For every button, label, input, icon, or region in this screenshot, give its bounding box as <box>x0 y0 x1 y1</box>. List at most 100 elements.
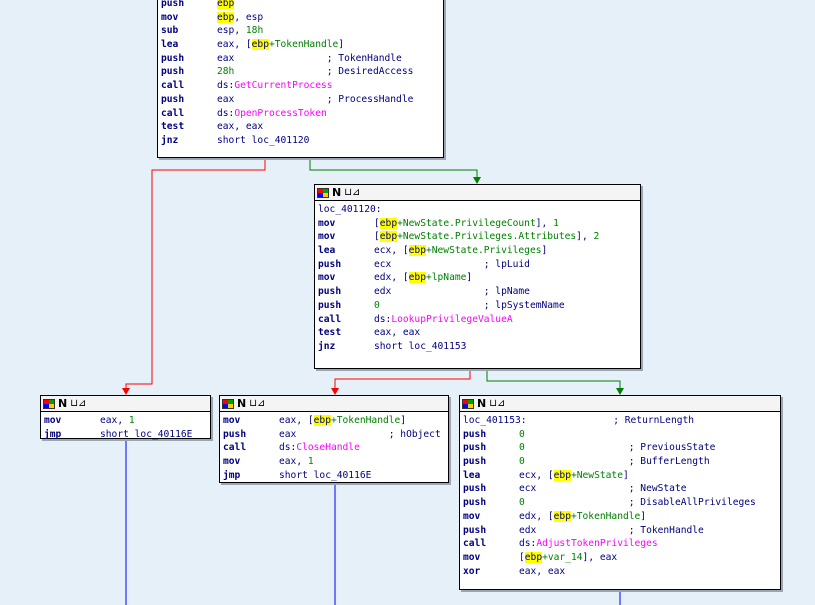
operand[interactable]: ecx, [ <box>374 245 409 257</box>
api-name[interactable]: OpenProcessToken <box>234 107 327 119</box>
graph-overview-icon[interactable]: ⊔⊿ <box>70 397 87 409</box>
mnemonic[interactable]: push <box>161 66 185 78</box>
operand[interactable]: 1 <box>553 217 559 229</box>
operand[interactable]: eax, <box>279 456 308 468</box>
code-label[interactable]: loc_401153: ; ReturnLength <box>463 414 777 428</box>
operand[interactable]: ds: <box>279 442 297 454</box>
mnemonic[interactable]: lea <box>161 39 179 51</box>
operand[interactable]: +TokenHandle <box>268 39 339 51</box>
instruction-line[interactable]: jmp short loc_40116E <box>223 469 445 483</box>
highlighted-register[interactable]: ebp <box>217 11 235 23</box>
operand[interactable]: eax, <box>100 415 129 426</box>
mnemonic[interactable]: jnz <box>318 340 336 352</box>
operand[interactable]: +lpName <box>425 272 467 284</box>
mnemonic[interactable]: mov <box>223 456 241 468</box>
graph-overview-icon[interactable]: ⊔⊿ <box>344 186 361 198</box>
mnemonic[interactable]: push <box>463 428 487 440</box>
mnemonic[interactable]: jmp <box>44 428 62 440</box>
instruction-line[interactable]: mov[ebp+NewState.PrivilegeCount], 1 <box>318 217 637 231</box>
highlighted-register[interactable]: ebp <box>408 245 426 257</box>
operand[interactable]: 2 <box>593 231 600 243</box>
highlighted-register[interactable]: ebp <box>313 415 331 426</box>
highlighted-register[interactable]: ebp <box>553 469 571 481</box>
mnemonic[interactable]: mov <box>463 510 481 522</box>
operand[interactable]: eax <box>217 52 327 64</box>
block-header[interactable]: N⊔⊿ <box>41 396 210 412</box>
operand[interactable]: ecx, [ <box>519 469 554 481</box>
operand[interactable]: ds: <box>217 107 235 119</box>
operand[interactable]: 1 <box>128 415 135 426</box>
operand[interactable]: +NewState.Privileges <box>425 245 542 257</box>
operand[interactable]: 0 <box>374 299 380 311</box>
highlighted-register[interactable]: ebp <box>217 0 235 9</box>
highlighted-register[interactable]: ebp <box>379 217 398 229</box>
mnemonic[interactable]: sub <box>161 25 179 37</box>
operand[interactable]: short loc_40116E <box>279 469 372 481</box>
mnemonic[interactable]: test <box>161 121 185 133</box>
mnemonic[interactable]: jmp <box>223 469 241 481</box>
instruction-line[interactable]: mov[ebp+NewState.Privileges.Attributes],… <box>318 230 637 244</box>
operand[interactable]: short loc_401153 <box>374 340 467 352</box>
mnemonic[interactable]: mov <box>318 217 336 229</box>
block-header[interactable]: N⊔⊿ <box>315 185 640 201</box>
block-header[interactable]: N⊔⊿ <box>460 396 780 412</box>
mnemonic[interactable]: push <box>463 442 487 454</box>
operand[interactable] <box>525 442 629 453</box>
highlighted-register[interactable]: ebp <box>524 551 543 563</box>
mnemonic[interactable]: call <box>463 538 487 550</box>
mnemonic[interactable]: xor <box>463 565 481 577</box>
api-name[interactable]: LookupPrivilegeValueA <box>391 313 513 325</box>
highlighted-register[interactable]: ebp <box>408 272 426 284</box>
mnemonic[interactable]: push <box>161 93 185 105</box>
mnemonic[interactable]: test <box>318 327 342 339</box>
operand[interactable]: ecx <box>374 258 484 270</box>
operand[interactable] <box>527 415 614 426</box>
operand[interactable]: 0 <box>519 428 525 440</box>
code-block-loc-401120[interactable]: N⊔⊿loc_401120:mov[ebp+NewState.Privilege… <box>314 184 641 369</box>
operand[interactable]: ], <box>576 231 594 243</box>
mnemonic[interactable]: push <box>318 286 342 298</box>
operand[interactable]: [ <box>374 231 380 243</box>
operand[interactable]: 0 <box>519 456 525 468</box>
block-header[interactable]: N⊔⊿ <box>220 396 448 412</box>
mnemonic[interactable]: call <box>161 80 185 92</box>
mnemonic[interactable]: push <box>463 483 487 495</box>
mnemonic[interactable]: push <box>463 524 487 536</box>
highlighted-register[interactable]: ebp <box>379 231 398 243</box>
mnemonic[interactable]: jnz <box>161 134 179 146</box>
operand[interactable]: [ <box>374 217 380 229</box>
api-name[interactable]: CloseHandle <box>296 442 360 454</box>
mnemonic[interactable]: push <box>463 497 487 509</box>
operand[interactable]: edx, [ <box>374 272 409 284</box>
operand[interactable]: +var_14 <box>542 551 583 563</box>
operand[interactable]: ] <box>622 469 629 481</box>
mnemonic[interactable]: mov <box>223 415 241 426</box>
graph-overview-icon[interactable]: ⊔⊿ <box>249 397 266 409</box>
operand[interactable]: ], <box>535 217 554 229</box>
mnemonic[interactable]: mov <box>161 11 179 23</box>
highlighted-register[interactable]: ebp <box>251 39 269 51</box>
operand[interactable]: 18h <box>245 25 264 37</box>
operand[interactable]: ] <box>400 415 407 426</box>
operand[interactable]: [ <box>519 551 525 563</box>
